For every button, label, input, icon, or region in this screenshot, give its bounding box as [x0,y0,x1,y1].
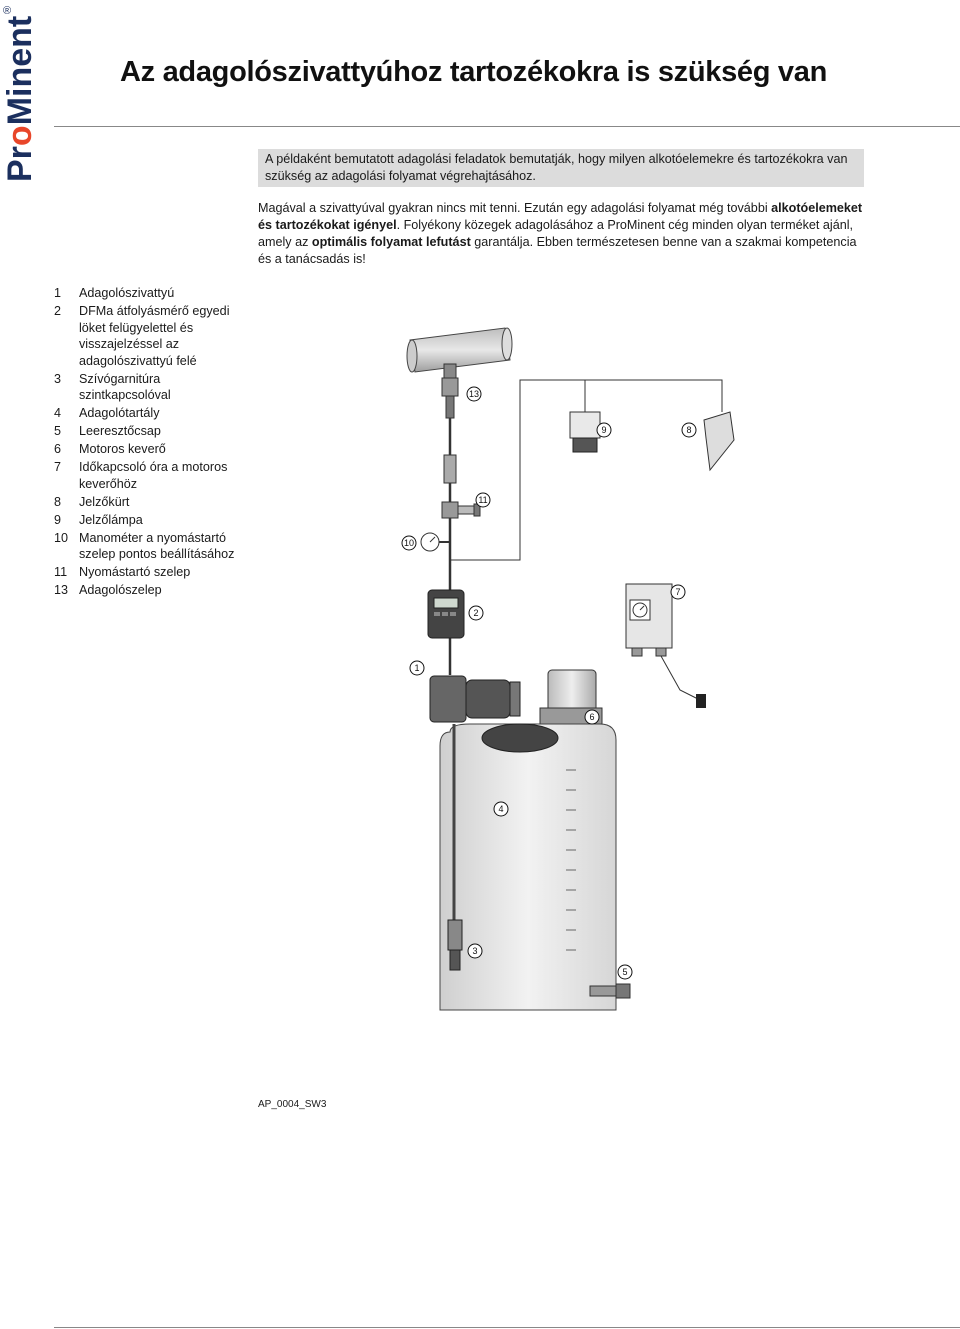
legend-number: 6 [54,442,62,457]
control-wire [450,379,585,561]
legend-number: 11 [54,565,68,580]
legend-label: Jelzőkürt [79,494,130,509]
callout-9: 9 [596,422,612,438]
svg-text:13: 13 [469,389,479,399]
header-divider [54,126,960,127]
svg-text:8: 8 [686,425,691,435]
process-pipe [406,327,513,373]
legend-item: 10 Manométer a nyomástartó szelep pontos … [54,530,254,563]
legend-item: 8 Jelzőkürt [54,494,254,511]
legend-label: DFMa átfolyásmérő egyedi löket felügyele… [79,303,230,368]
legend-label: Szívógarnitúra szintkapcsolóval [79,371,171,403]
body-paragraph: Magával a szivattyúval gyakran nincs mit… [258,200,868,268]
signal-horn [703,411,735,472]
svg-text:9: 9 [601,425,606,435]
svg-text:5: 5 [622,967,627,977]
legend-item: 1 Adagolószivattyú [54,285,254,302]
callout-1: 1 [409,660,425,676]
callout-2: 2 [468,605,484,621]
figure-id: AP_0004_SW3 [258,1099,327,1110]
legend-label: Nyomástartó szelep [79,565,191,580]
svg-text:11: 11 [478,495,487,505]
line-fitting [443,454,457,484]
legend-item: 4 Adagolótartály [54,405,254,422]
legend-number: 3 [54,371,62,386]
callout-5: 5 [617,964,633,980]
footer-divider [54,1327,960,1328]
callout-7: 7 [670,584,686,600]
legend-number: 13 [54,583,69,598]
legend-number: 9 [54,512,62,527]
dosing-system-diagram: 13 9 8 11 10 7 2 1 6 4 3 5 [380,320,960,1020]
callout-8: 8 [681,422,697,438]
legend-label: Adagolószivattyú [79,286,175,300]
intro-box: A példaként bemutatott adagolási feladat… [258,149,864,187]
suction-assembly [447,724,463,971]
legend-label: Leeresztőcsap [79,424,161,439]
timer-switch [625,583,673,657]
manometer [420,532,450,552]
power-cable [660,655,701,701]
intro-text: A példaként bemutatott adagolási feladat… [265,152,848,183]
svg-text:1: 1 [414,663,419,673]
legend-number: 1 [54,286,62,300]
svg-text:3: 3 [472,946,477,956]
legend-item: 5 Leeresztőcsap [54,423,254,440]
signal-wire [584,379,723,412]
svg-text:10: 10 [404,538,414,548]
body-bold-1: alkotóelemeket és tartozékokat igényel [258,201,863,232]
body-bold-2: optimális folyamat lefutást [311,235,471,249]
svg-text:2: 2 [473,608,478,618]
legend-label: Adagolótartály [79,406,160,421]
legend-item: 9 Jelzőlámpa [54,512,254,529]
power-plug [696,694,706,708]
pressure-relief-valve [441,501,481,519]
legend-number: 5 [54,424,62,439]
legend-number: 8 [54,494,62,509]
svg-text:6: 6 [589,712,594,722]
legend-item: 13 Adagolószelep [54,582,254,599]
callout-3: 3 [467,943,483,959]
flow-meter-dfma [427,589,465,639]
page-title: Az adagolószivattyúhoz tartozékokra is s… [120,56,827,88]
injection-valve [441,363,459,419]
dosing-tank [439,723,617,1011]
registered-mark: ® [3,5,11,17]
drain-valve [589,983,631,999]
callout-13: 13 [466,386,482,402]
svg-text:ProMinent: ProMinent [1,16,39,182]
body-text-1: Magával a szivattyúval gyakran nincs mit… [258,201,772,215]
callout-6: 6 [584,709,600,725]
signal-lamp [569,411,601,453]
legend-label: Adagolószelep [79,583,162,598]
legend-number: 10 [54,530,69,545]
dosing-pump [429,675,521,723]
legend-item: 6 Motoros keverő [54,441,254,458]
callout-11: 11 [475,492,491,508]
legend-number: 2 [54,303,62,318]
legend-label: Időkapcsoló óra a motoros keverőhöz [79,460,228,491]
svg-text:7: 7 [675,587,680,597]
callout-4: 4 [493,801,509,817]
body-text-2: . Folyékony közegek adagolásához a ProMi… [258,218,854,249]
legend-number: 7 [54,460,62,475]
legend-label: Manométer a nyomástartó szelep pontos be… [79,530,235,562]
svg-text:4: 4 [498,804,503,814]
component-legend: 1 Adagolószivattyú 2 DFMa átfolyásmérő egy… [54,285,254,600]
legend-item: 3 Szívógarnitúra szintkapcsolóval [54,371,254,404]
legend-label: Jelzőlámpa [79,512,143,527]
legend-item: 2 DFMa átfolyásmérő egyedi löket felügyel… [54,303,254,369]
prominent-logo: ProMinent ® [0,0,40,190]
legend-number: 4 [54,406,62,421]
legend-item: 11 Nyomástartó szelep [54,564,254,581]
callout-10: 10 [401,535,417,551]
legend-item: 7 Időkapcsoló óra a motoros keverőhöz [54,459,254,492]
legend-label: Motoros keverő [79,442,166,457]
body-text-3: garantálja. Ebben természetesen benne va… [258,235,857,266]
